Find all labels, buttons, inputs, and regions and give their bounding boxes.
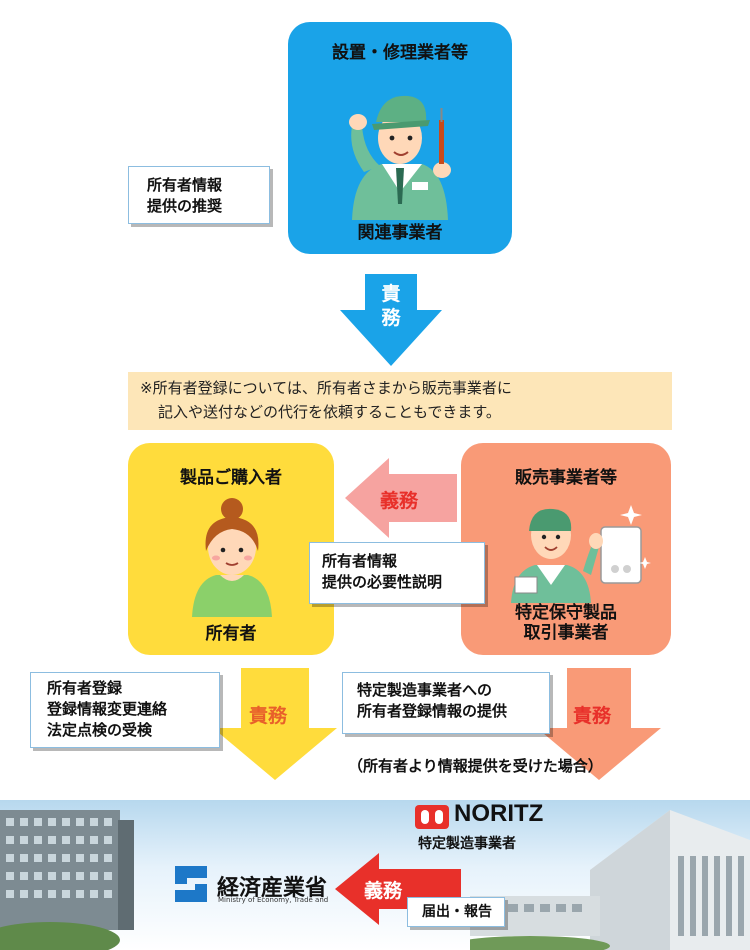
seller-caption-line: 取引事業者	[523, 623, 609, 643]
meti-logo-icon	[175, 866, 207, 902]
seller-duty-line: 所有者登録情報の提供	[357, 702, 508, 720]
noritz-caption: 特定製造事業者	[418, 836, 516, 852]
seller-caption-line: 特定保守製品	[515, 603, 617, 623]
ministry-building-illustration	[0, 810, 134, 950]
owner-duty-line: 所有者登録	[47, 679, 123, 697]
condition-note: （所有者より情報提供を受けた場合）	[348, 757, 603, 775]
arrow-label-mid: 義務	[380, 490, 419, 512]
repair-worker-illustration	[349, 95, 451, 220]
arrow-label-top: 責務	[381, 283, 401, 329]
seller-title: 販売事業者等	[515, 468, 617, 488]
buyer-caption: 所有者	[205, 624, 257, 644]
explain-box: 所有者情報 提供の必要性説明	[309, 542, 485, 604]
arrow-label-left-down: 責務	[249, 705, 288, 727]
noritz-logo-text: NORITZ	[454, 800, 544, 827]
seller-caption: 特定保守製品 取引事業者	[461, 603, 671, 643]
installer-panel: 設置・修理業者等 関連事業者	[288, 22, 512, 254]
explain-line: 提供の必要性説明	[322, 573, 443, 591]
noritz-logo-icon	[415, 805, 449, 829]
owner-duty-line: 登録情報変更連絡	[47, 700, 168, 718]
note-line: 記入や送付などの代行を依頼することもできます。	[158, 403, 501, 421]
arrow-label-bottom: 義務	[364, 880, 403, 902]
recommend-box: 所有者情報 提供の推奨	[128, 166, 270, 224]
note-line: ※所有者登録については、所有者さまから販売事業者に	[140, 379, 512, 397]
buyer-panel: 製品ご購入者 所有者	[128, 443, 334, 655]
down-arrow-icon	[213, 668, 337, 780]
down-arrow-icon	[537, 668, 661, 780]
buyer-title: 製品ご購入者	[180, 468, 282, 488]
installer-caption: 関連事業者	[357, 223, 443, 243]
report-label: 届出・報告	[422, 904, 492, 920]
down-arrow-icon	[340, 274, 442, 366]
explain-line: 所有者情報	[322, 552, 398, 570]
installer-title: 設置・修理業者等	[332, 43, 468, 63]
left-arrow-icon	[345, 458, 457, 538]
report-box: 届出・報告	[407, 897, 505, 927]
seller-panel: 販売事業者等 特定保守製品 取引事業者	[461, 443, 671, 655]
recommend-line: 提供の推奨	[147, 197, 223, 215]
recommend-line: 所有者情報	[147, 176, 223, 194]
ministry-subtitle: Ministry of Economy, Trade and Industry	[218, 896, 330, 904]
seller-duties-box: 特定製造事業者への 所有者登録情報の提供	[342, 672, 550, 734]
owner-woman-illustration	[192, 498, 272, 617]
ministry-name: 経済産業省	[217, 876, 328, 901]
arrow-label-right-down: 責務	[573, 705, 612, 727]
seller-duty-line: 特定製造事業者への	[357, 681, 493, 699]
owner-duties-box: 所有者登録 登録情報変更連絡 法定点検の受検	[30, 672, 220, 748]
owner-duty-line: 法定点検の受検	[47, 721, 153, 739]
seller-worker-illustration	[511, 505, 651, 603]
note-box: ※所有者登録については、所有者さまから販売事業者に 記入や送付などの代行を依頼す…	[128, 372, 672, 430]
